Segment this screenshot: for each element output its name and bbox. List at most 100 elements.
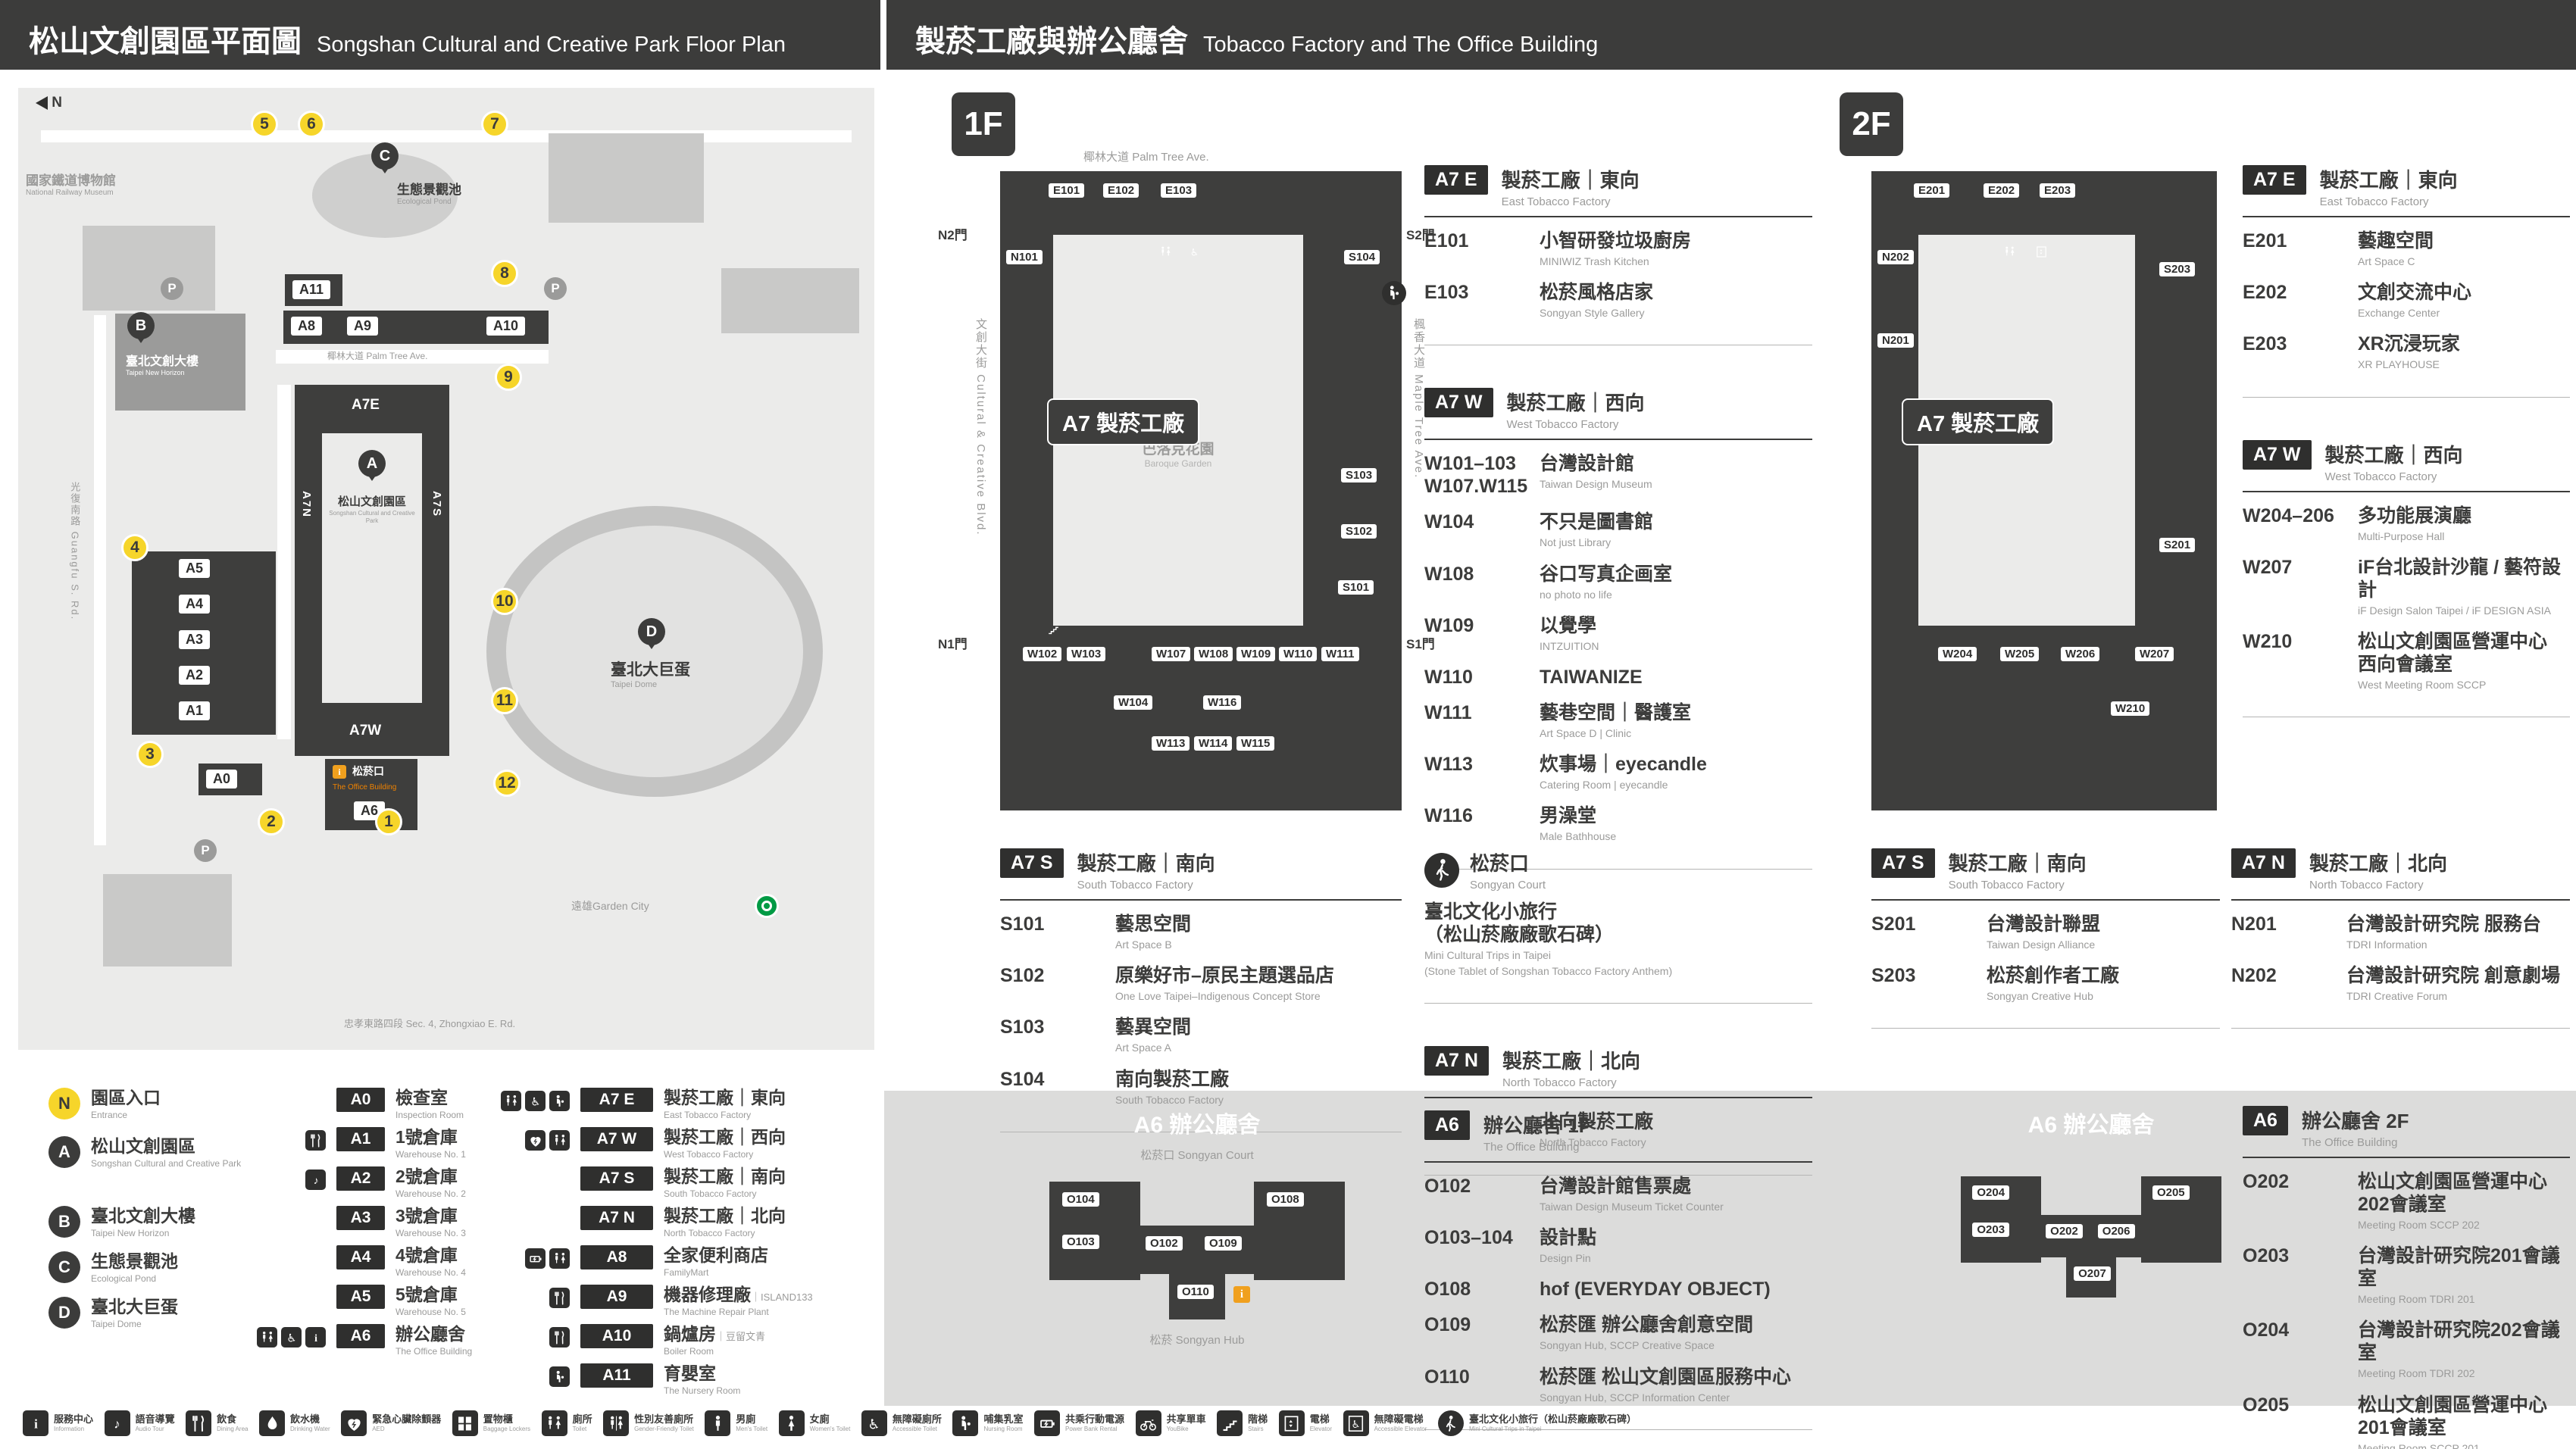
room-chip: O110 — [1177, 1285, 1214, 1299]
room-chip: W102 — [1023, 647, 1062, 661]
room-name-en: Taiwan Design Museum Ticket Counter — [1540, 1201, 1724, 1213]
facility-label-en: Women's Toilet — [809, 1425, 851, 1432]
section-tag: A7 N — [1424, 1046, 1489, 1076]
gate-s1: S1門 — [1406, 637, 1435, 651]
room-name-zh: 松山文創園區營運中心202會議室 — [2358, 1171, 2548, 1215]
stairs-icon — [1217, 1410, 1243, 1436]
section-title-zh: 製菸工廠｜南向 — [1077, 852, 1215, 875]
room-chip: S104 — [1344, 250, 1380, 264]
room-code-line: W101–103 — [1424, 453, 1516, 475]
building-chip-a0: A0 — [206, 770, 238, 789]
building-chip-a8: A8 — [291, 317, 323, 336]
entrance-marker-2: 2 — [258, 808, 285, 835]
room-chip: W206 — [2061, 647, 2100, 661]
building-chip-a1: A1 — [179, 701, 211, 720]
room-code: W111 — [1424, 701, 1540, 724]
legend-row-icons — [250, 1245, 326, 1248]
building-chip-a2: A2 — [179, 666, 211, 685]
marker-B-legend-icon: B — [48, 1206, 80, 1238]
palm-ave-map-label: 椰林大道 Palm Tree Ave. — [327, 351, 428, 361]
svg-text:i: i — [34, 1416, 38, 1431]
room-name-zh: XR沉浸玩家 — [2358, 333, 2460, 355]
stairs-icon — [1044, 620, 1062, 638]
room-name: hof (EVERYDAY OBJECT) — [1540, 1278, 1812, 1301]
room-name-en: West Meeting Room SCCP — [2358, 678, 2487, 691]
room-chip: W103 — [1067, 647, 1106, 661]
room-name-en: Art Space B — [1115, 938, 1172, 951]
room-chip: O109 — [1205, 1236, 1242, 1251]
svg-text:♿: ♿ — [1352, 1419, 1361, 1430]
room-code: O204 — [2243, 1319, 2358, 1341]
room-code: E201 — [2243, 230, 2358, 252]
a7w-map-label: A7W — [349, 723, 382, 739]
gate-s2: S2門 — [1406, 228, 1435, 242]
legend-building-en: Warehouse No. 3 — [395, 1228, 466, 1239]
toilet-icon — [549, 1248, 570, 1269]
legend-row-icons — [494, 1363, 570, 1387]
songyan-court-map-label: 松菸口 — [352, 765, 384, 777]
room-code: N201 — [2231, 913, 2346, 935]
parking-icon: P — [544, 277, 567, 300]
legend-building-code: A2 — [336, 1166, 385, 1191]
legend-building-code: A5 — [336, 1285, 385, 1309]
facility-label-en: Information — [54, 1425, 85, 1432]
zhongxiao-rd-label: 忠孝東路四段 Sec. 4, Zhongxiao E. Rd. — [344, 1018, 516, 1029]
room-code-line: O205 — [2243, 1394, 2290, 1416]
gate-n1: N1門 — [938, 637, 968, 651]
room-name-en: (Stone Tablet of Songshan Tobacco Factor… — [1424, 965, 1673, 978]
room-code: O102 — [1424, 1175, 1540, 1198]
facility-label-zh: 男廁 — [736, 1413, 756, 1426]
room-chip: O104 — [1062, 1192, 1099, 1207]
room-name-en: Songyan Hub, SCCP Creative Space — [1540, 1339, 1715, 1352]
legend-row-icons — [250, 1206, 326, 1209]
accessible-elevator-icon: ♿ — [1343, 1410, 1369, 1436]
room-code-line: E203 — [2243, 333, 2287, 355]
facility-label-en: Power Bank Rental — [1065, 1425, 1118, 1432]
nursing-icon — [549, 1091, 570, 1111]
legend-building-zh: 全家便利商店 — [664, 1245, 768, 1265]
legend-building-zh: 製菸工廠｜南向 — [664, 1166, 786, 1186]
legend-marker-zh: 松山文創園區 — [91, 1136, 195, 1156]
legend-building-en: FamilyMart — [664, 1267, 709, 1279]
section-title-zh: 製菸工廠｜南向 — [1948, 852, 2087, 875]
room-name-zh: 南向製菸工廠 — [1115, 1068, 1230, 1090]
legend-building-en: The Machine Repair Plant — [664, 1307, 769, 1318]
room-code-line: W207 — [2243, 556, 2293, 578]
room-code: O103–104 — [1424, 1226, 1540, 1249]
room-code: W110 — [1424, 666, 1540, 689]
road-guangfu — [94, 315, 106, 845]
marker-A: A — [358, 450, 386, 481]
room-chip: O108 — [1267, 1192, 1304, 1207]
info-icon: i — [23, 1410, 48, 1436]
svg-text:i: i — [314, 1332, 317, 1344]
room-code: W207 — [2243, 556, 2358, 579]
building-chip-a4: A4 — [179, 595, 211, 614]
room-name-en: XR PLAYHOUSE — [2358, 358, 2440, 371]
room-name-zh: 松菸風格店家 — [1540, 282, 1654, 304]
